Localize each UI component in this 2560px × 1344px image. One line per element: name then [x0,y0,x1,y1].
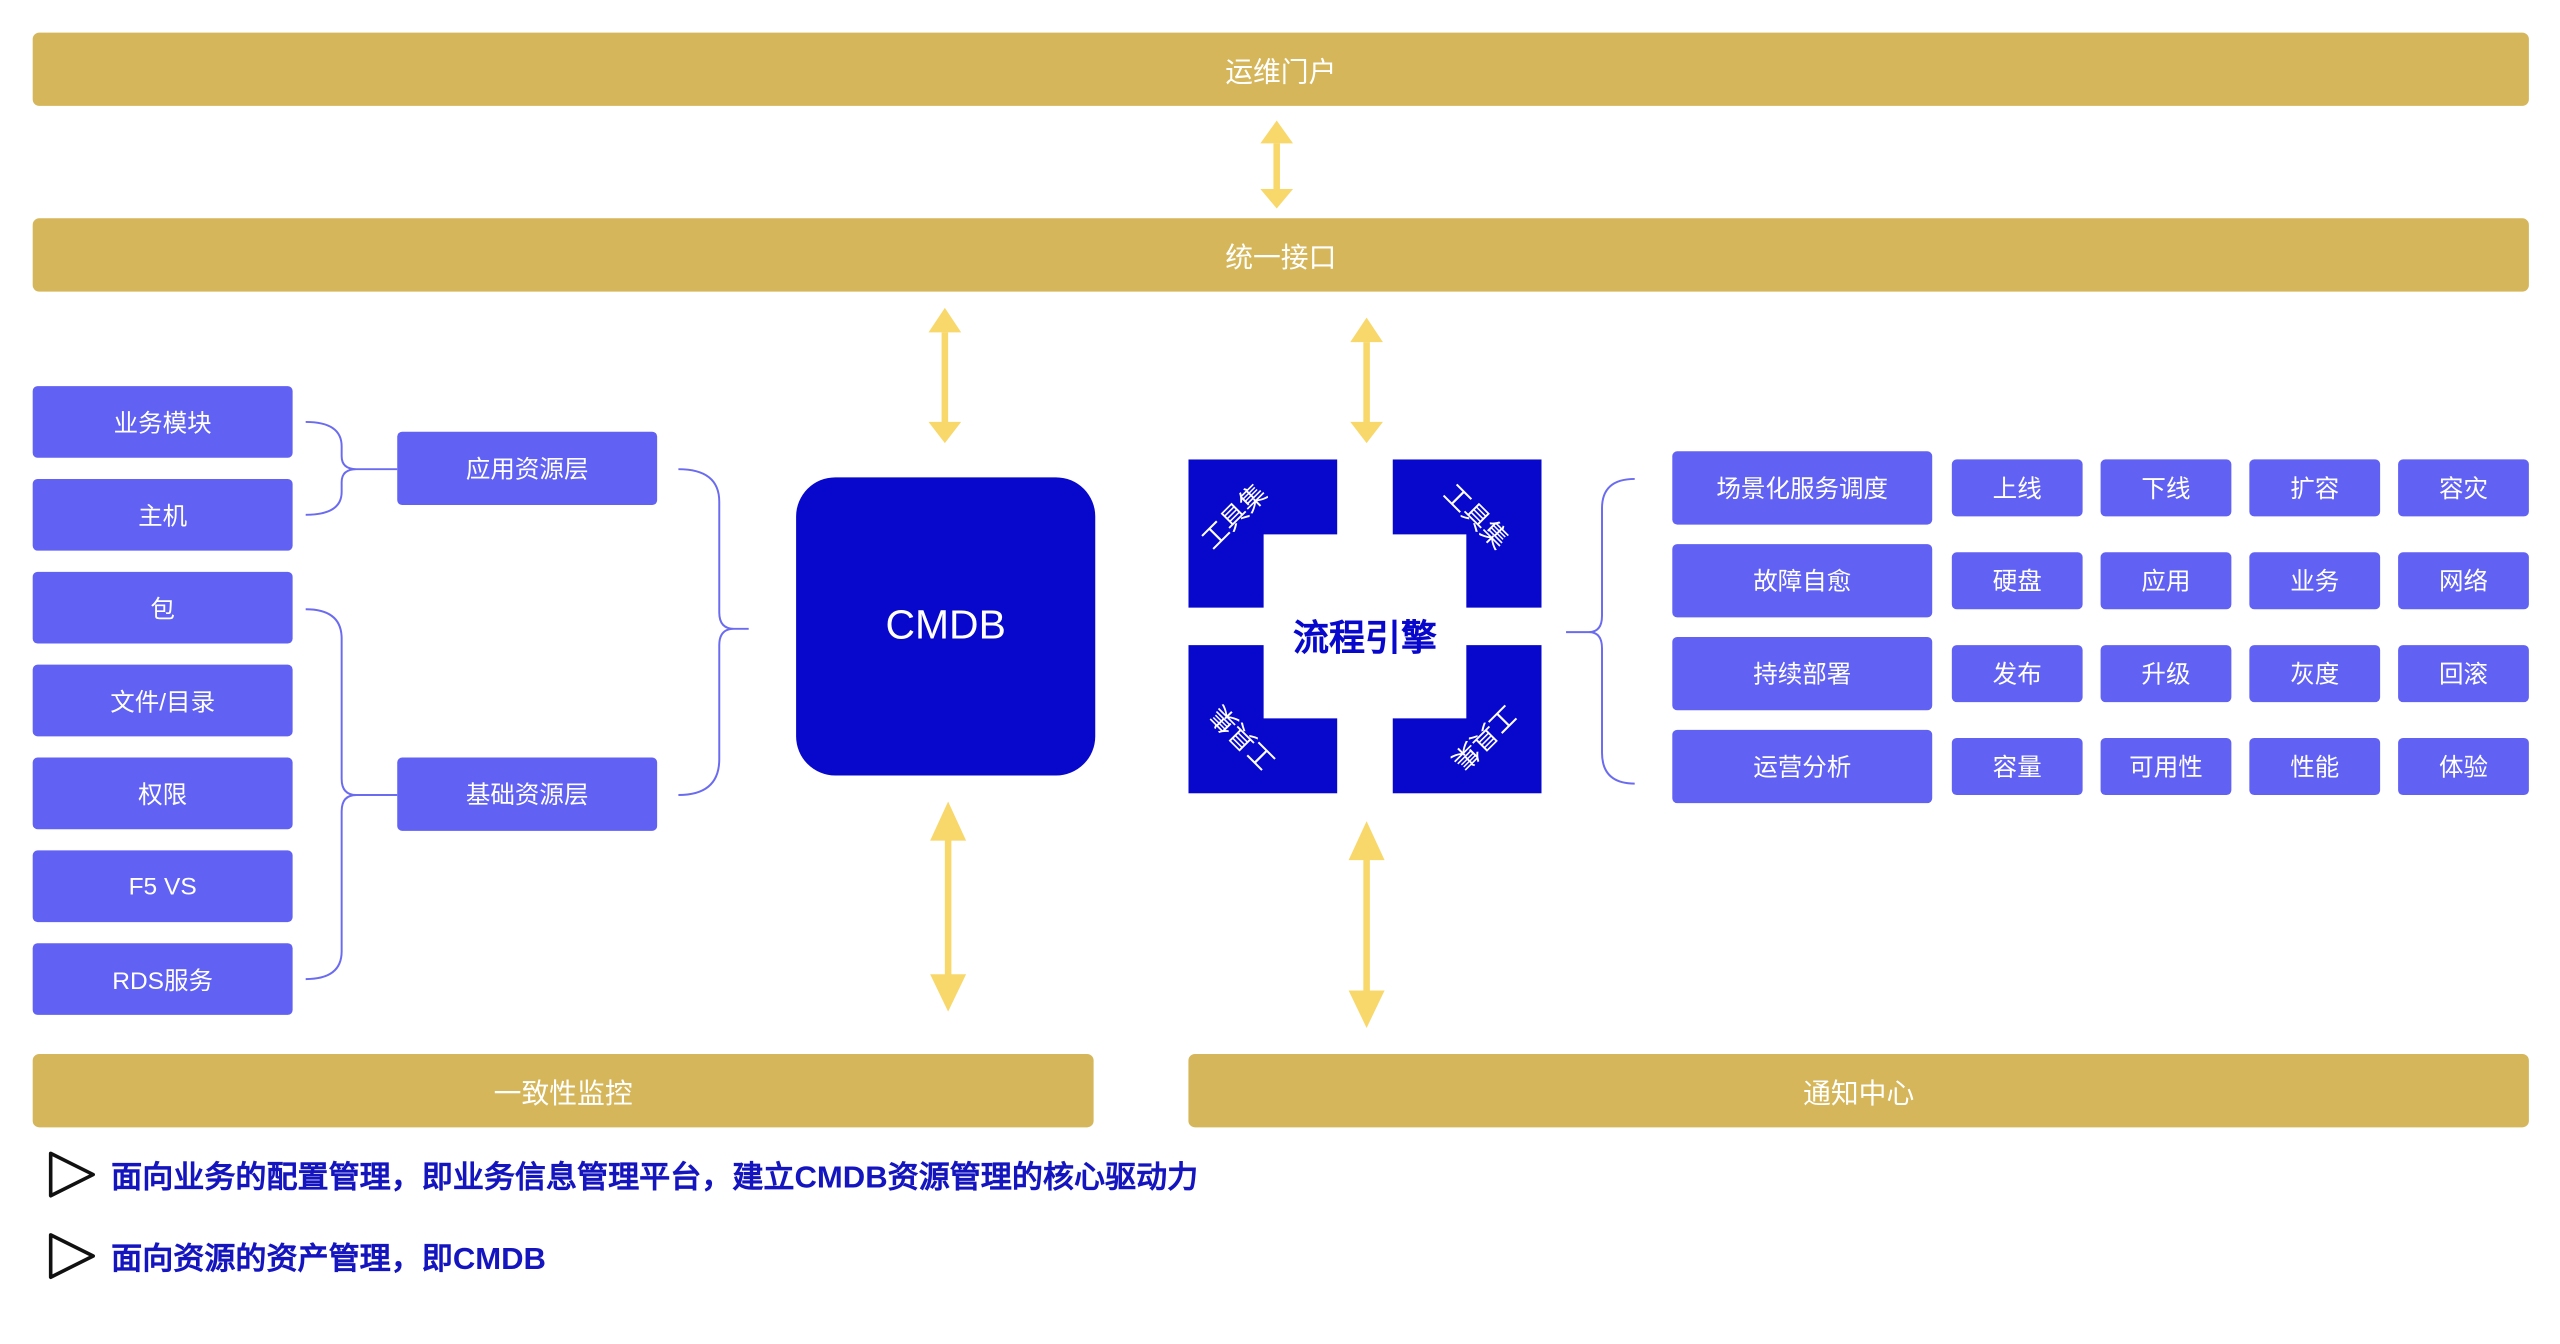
quad-bottom-right [1392,645,1542,794]
ops-portal-bar: 运维门户 [32,32,2529,106]
process-engine-label: 流程引擎 [1293,617,1437,659]
tag-application: 应用 [2100,552,2232,610]
tag-business: 业务 [2249,552,2381,610]
arrow-engine-notify [1348,821,1385,1028]
unified-api-bar: 统一接口 [32,218,2529,292]
bullet-text-1: 面向业务的配置管理，即业务信息管理平台，建立CMDB资源管理的核心驱动力 [111,1160,1199,1195]
bullet-text-2: 面向资源的资产管理，即CMDB [111,1242,546,1277]
consistency-monitor-label: 一致性监控 [493,1078,633,1110]
notification-center-bar: 通知中心 [1188,1054,2529,1128]
tag-offline: 下线 [2100,459,2232,517]
tag-disk: 硬盘 [1951,552,2083,610]
bracket-scenarios [1566,477,1635,785]
bracket-app-layer [305,420,398,516]
tag-rollback: 回滚 [2398,645,2529,703]
play-outline-icon [48,1233,95,1280]
arrow-portal-api [1260,120,1294,209]
tag-scale-out: 扩容 [2249,459,2381,517]
resource-host: 主机 [32,478,293,551]
tag-online: 上线 [1951,459,2083,517]
notification-center-label: 通知中心 [1803,1078,1915,1110]
scenario-ops-analysis: 运营分析 [1672,729,1933,804]
tag-release: 发布 [1951,645,2083,703]
resource-permission: 权限 [32,757,293,830]
engine-quadrants [1188,459,1542,794]
quad-top-right [1392,459,1542,608]
resource-business-module: 业务模块 [32,386,293,458]
unified-api-label: 统一接口 [1225,242,1337,274]
quad-top-left [1188,459,1338,608]
arrow-api-cmdb [928,307,962,444]
tag-availability: 可用性 [2100,737,2232,796]
quad-bottom-left [1188,645,1338,794]
cmdb-core: CMDB [796,477,1096,776]
cmdb-label: CMDB [885,602,1006,649]
scenario-continuous-deploy: 持续部署 [1672,636,1933,711]
bracket-to-cmdb [678,468,749,796]
base-resource-layer: 基础资源层 [397,757,658,831]
scenario-self-healing: 故障自愈 [1672,544,1933,618]
ops-portal-label: 运维门户 [1225,57,1337,88]
bullet-business-config: 面向业务的配置管理，即业务信息管理平台，建立CMDB资源管理的核心驱动力 [46,1150,1198,1199]
tag-upgrade: 升级 [2100,645,2232,703]
process-engine: 工具集 工具集 工具集 工具集 [1188,459,1542,794]
arrow-cmdb-monitor [930,801,967,1012]
tag-performance: 性能 [2249,737,2381,796]
play-outline-icon [48,1151,95,1198]
scenario-scheduling: 场景化服务调度 [1672,451,1933,525]
tag-gray-release: 灰度 [2249,645,2381,703]
bullet-asset-management: 面向资源的资产管理，即CMDB [46,1232,546,1281]
resource-file-dir: 文件/目录 [32,664,293,737]
tag-disaster-recovery: 容灾 [2398,459,2529,517]
tag-experience: 体验 [2398,737,2529,796]
arrow-api-engine [1350,317,1383,444]
resource-f5-vs: F5 VS [32,850,293,923]
app-resource-layer: 应用资源层 [397,431,658,506]
consistency-monitor-bar: 一致性监控 [32,1054,1094,1128]
bracket-base-layer [305,608,398,981]
tag-capacity: 容量 [1951,737,2083,796]
tag-network: 网络 [2398,552,2529,610]
resource-package: 包 [32,571,293,644]
resource-rds: RDS服务 [32,943,293,1015]
